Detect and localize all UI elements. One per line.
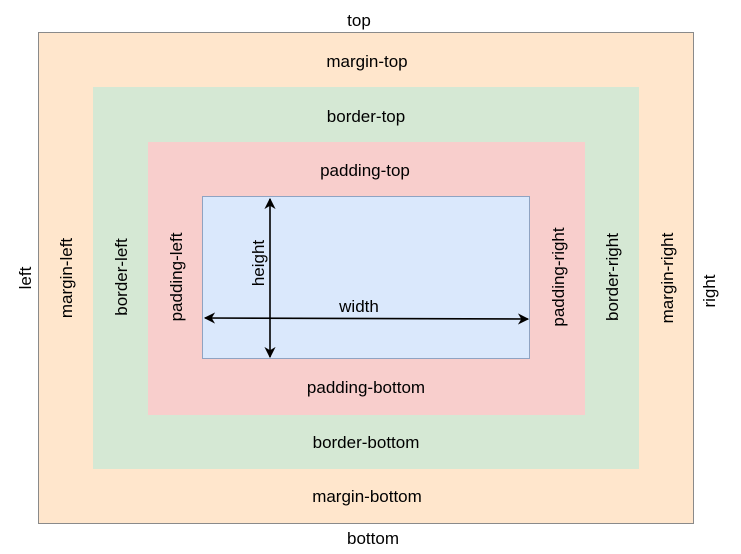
content-region	[202, 196, 530, 359]
label-margin-top: margin-top	[326, 52, 408, 71]
label-margin-bottom: margin-bottom	[312, 487, 422, 506]
label-border-left: border-left	[112, 238, 131, 316]
label-padding-left: padding-left	[167, 232, 186, 322]
label-border-top: border-top	[326, 107, 406, 126]
label-border-right: border-right	[603, 233, 622, 321]
label-right: right	[700, 274, 719, 308]
label-bottom: bottom	[347, 529, 399, 548]
label-top: top	[347, 11, 371, 30]
label-padding-bottom: padding-bottom	[306, 378, 426, 397]
label-width: width	[339, 297, 379, 316]
label-border-bottom: border-bottom	[312, 433, 420, 452]
label-padding-top: padding-top	[320, 161, 410, 180]
label-height: height	[249, 239, 268, 287]
label-padding-right: padding-right	[549, 227, 568, 327]
label-margin-right: margin-right	[658, 232, 677, 324]
label-left: left	[16, 266, 35, 290]
width-arrow	[203, 312, 530, 325]
label-margin-left: margin-left	[57, 237, 76, 319]
